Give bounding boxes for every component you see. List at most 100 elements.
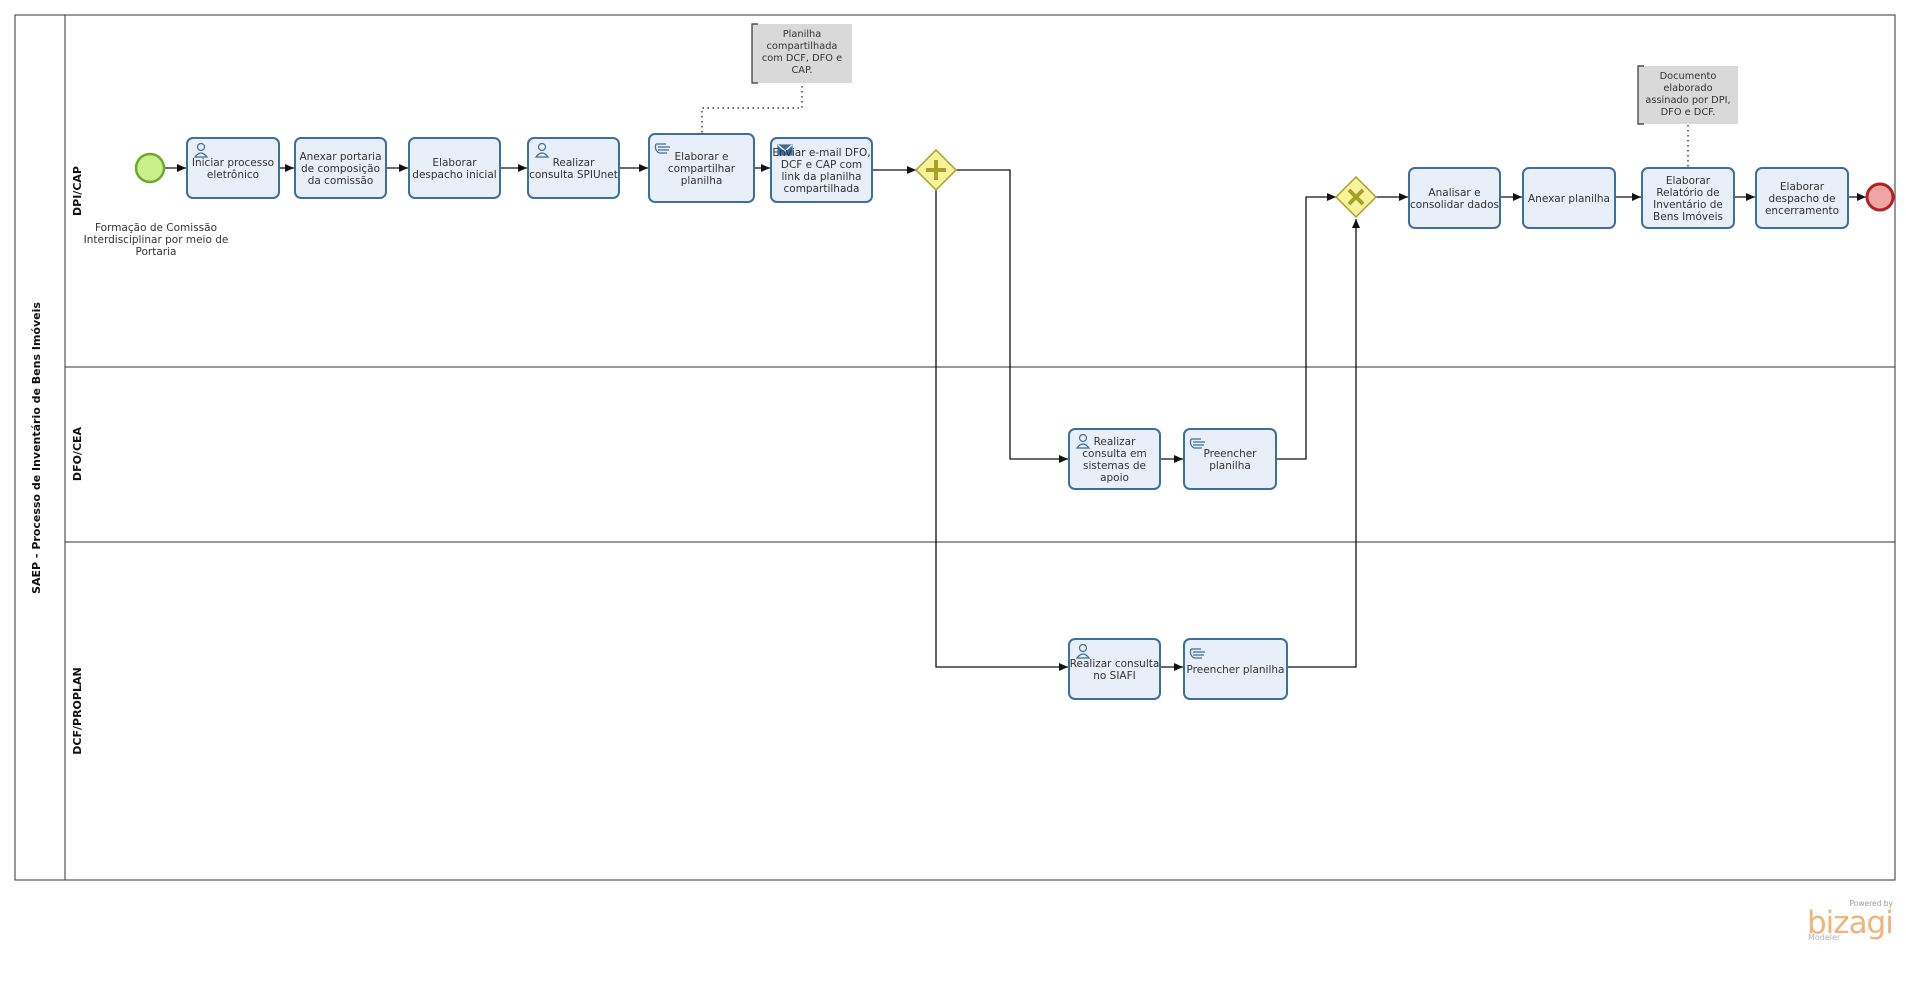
task-box [1183, 428, 1277, 490]
task-label: sistemas de [1083, 460, 1146, 472]
annotation-documento: Documento elaborado assinado por DPI, DF… [1637, 65, 1738, 125]
task-label: despacho de [1768, 193, 1835, 205]
lane-labels: DPI/CAP DFO/CEA DCF/PROPLAN [71, 166, 84, 755]
task-label: Elaborar e [675, 151, 729, 163]
task-label: compartilhar [668, 163, 736, 175]
task-label: Preencher planilha [1187, 664, 1285, 676]
svg-text:CAP.: CAP. [791, 65, 812, 76]
sequence-flows [165, 164, 1866, 671]
plus-icon [926, 160, 946, 180]
task-label: consulta SPIUnet [529, 169, 618, 181]
task-label: planilha [1209, 460, 1251, 472]
envelope-icon [777, 144, 793, 156]
task-label: Bens Imóveis [1653, 211, 1723, 223]
task-label: Enviar e-mail DFO, [772, 147, 870, 159]
task-label: da comissão [308, 175, 374, 187]
bizagi-watermark: Powered by bizagi Modeler [1807, 899, 1894, 942]
task-label: consolidar dados [1410, 199, 1499, 211]
task-label: Realizar [1094, 436, 1136, 448]
task-label: despacho inicial [412, 169, 496, 181]
task-label: compartilhada [784, 183, 860, 195]
lane-label-dpi-cap: DPI/CAP [71, 166, 84, 216]
x-icon [1347, 188, 1365, 206]
task-label: Inventário de [1653, 199, 1723, 211]
user-icon [1075, 433, 1091, 449]
task-label: DCF e CAP com [781, 159, 862, 171]
task-box [1408, 167, 1501, 229]
task-label: planilha [681, 175, 723, 187]
task-label: eletrônico [207, 169, 259, 181]
flow-preencher-dfo-to-exclusive [1276, 193, 1336, 460]
exclusive-gateway[interactable] [1334, 175, 1378, 219]
task-box [770, 137, 873, 203]
svg-text:Interdisciplinar por meio de: Interdisciplinar por meio de [84, 234, 229, 246]
start-event[interactable] [134, 152, 166, 184]
task-label: Relatório de [1656, 187, 1719, 199]
task-box [1522, 167, 1616, 229]
svg-text:assinado por DPI,: assinado por DPI, [1645, 95, 1730, 106]
svg-text:Portaria: Portaria [136, 246, 177, 258]
lane-label-dcf-proplan: DCF/PROPLAN [71, 667, 84, 754]
task-box [186, 137, 280, 199]
task-label: Anexar portaria [299, 151, 381, 163]
task-label: link da planilha [782, 171, 862, 183]
task-label: Elaborar [1780, 181, 1825, 193]
annotation-planilha: Planilha compartilhada com DCF, DFO e CA… [751, 23, 852, 84]
flow-preencher-dcf-to-exclusive [1287, 219, 1360, 668]
task-label: Anexar planilha [1528, 193, 1610, 205]
svg-text:compartilhada: compartilhada [767, 41, 838, 52]
svg-text:DFO e DCF.: DFO e DCF. [1661, 107, 1716, 118]
svg-text:com DCF, DFO e: com DCF, DFO e [762, 53, 842, 64]
task-box [1068, 638, 1161, 700]
task-box [648, 133, 755, 203]
task-label: Elaborar [432, 157, 477, 169]
task-label: no SIAFI [1093, 670, 1136, 682]
task-box [1641, 167, 1735, 229]
task-box [1068, 428, 1161, 490]
task-label: Elaborar [1666, 175, 1711, 187]
hand-icon [1189, 648, 1205, 659]
task-label: Realizar consulta [1070, 658, 1160, 670]
svg-text:Formação de Comissão: Formação de Comissão [95, 222, 217, 234]
task-anexar-planilha[interactable]: Anexar planilha [1522, 167, 1616, 229]
parallel-gateway[interactable] [914, 148, 958, 192]
pool: SAEP - Processo de Inventário de Bens Im… [14, 14, 1896, 881]
svg-text:Planilha: Planilha [783, 29, 822, 40]
user-icon [1075, 643, 1091, 659]
watermark-product: Modeler [1808, 933, 1841, 942]
task-label: encerramento [1765, 205, 1839, 217]
task-label: Preencher [1203, 448, 1257, 460]
start-event-label: Formação de Comissão Interdisciplinar po… [84, 222, 229, 258]
task-preencher-planilha-dcf[interactable]: Preencher planilha [1183, 638, 1288, 700]
task-label: Analisar e [1428, 187, 1480, 199]
svg-text:Documento: Documento [1660, 71, 1717, 82]
task-label: Realizar [553, 157, 595, 169]
lane-label-dfo-cea: DFO/CEA [71, 426, 84, 481]
pool-label: SAEP - Processo de Inventário de Bens Im… [30, 302, 43, 594]
task-label: apoio [1100, 472, 1129, 484]
task-box [294, 137, 387, 199]
task-label: de composição [301, 163, 380, 175]
flow-parallel-to-consulta-siafi [935, 190, 1068, 671]
hand-icon [1189, 438, 1205, 449]
task-label: consulta em [1082, 448, 1146, 460]
task-box [408, 137, 501, 199]
annotation-connectors [701, 86, 1689, 168]
flow-parallel-to-consulta-apoio [954, 169, 1068, 463]
hand-icon [654, 143, 670, 154]
end-event[interactable] [1865, 182, 1895, 212]
